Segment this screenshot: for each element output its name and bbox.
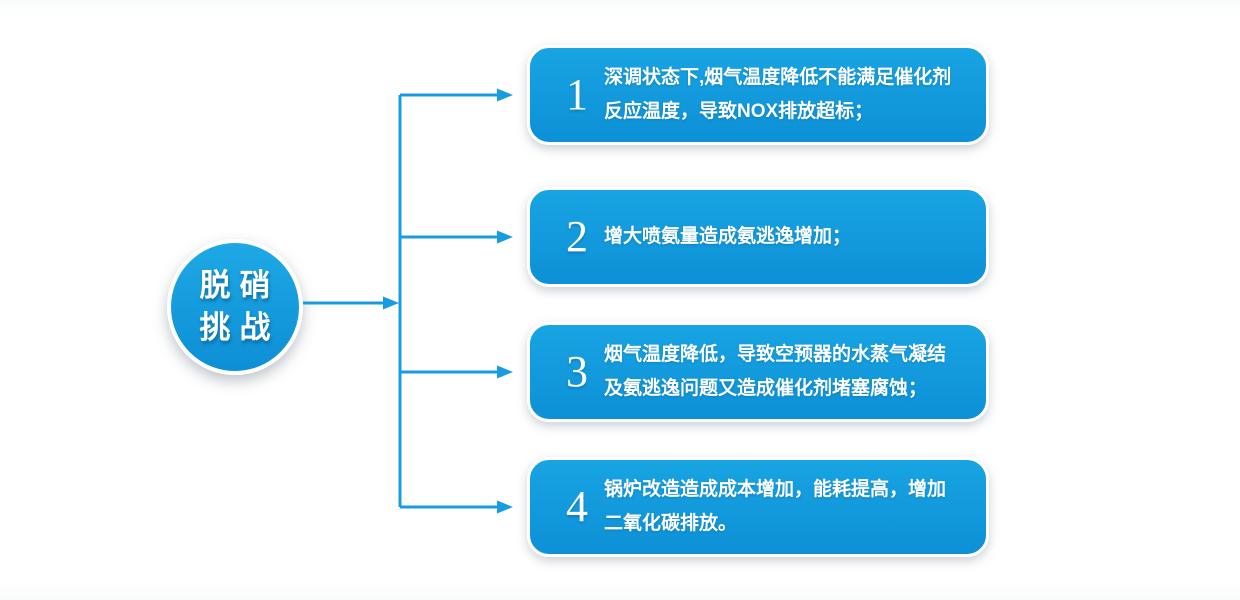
challenge-text: 锅炉改造造成成本增加，能耗提高，增加 二氧化碳排放。 [604,473,946,541]
challenge-box-4: 4 锅炉改造造成成本增加，能耗提高，增加 二氧化碳排放。 [527,457,989,557]
challenge-text: 烟气温度降低，导致空预器的水蒸气凝结 及氨逃逸问题又造成催化剂堵塞腐蚀； [604,338,946,406]
text-line: 二氧化碳排放。 [604,513,738,534]
text-line: 反应温度，导致NOX排放超标； [604,101,874,122]
challenge-box-3: 3 烟气温度降低，导致空预器的水蒸气凝结 及氨逃逸问题又造成催化剂堵塞腐蚀； [527,322,989,422]
challenge-text: 深调状态下,烟气温度降低不能满足催化剂 反应温度，导致NOX排放超标； [604,61,951,129]
challenge-circle: 脱硝 挑战 [167,239,303,375]
challenge-number: 1 [566,70,588,119]
text-line: 烟气温度降低，导致空预器的水蒸气凝结 [604,344,947,365]
arrow-head-1-icon [497,88,513,102]
circle-label-line: 脱硝 [199,268,280,303]
challenge-box-1: 1 深调状态下,烟气温度降低不能满足催化剂 反应温度，导致NOX排放超标； [527,45,989,145]
arrow-head-2-icon [497,230,513,244]
text-line: 及氨逃逸问题又造成催化剂堵塞腐蚀； [604,378,928,399]
text-line: 增大喷氨量造成氨逃逸增加； [604,226,852,247]
circle-label-line: 挑战 [199,310,280,345]
arrow-head-4-icon [497,500,513,514]
challenge-number: 3 [566,347,588,396]
challenge-number: 2 [566,212,588,261]
text-line: 深调状态下,烟气温度降低不能满足催化剂 [604,67,952,88]
text-line: 锅炉改造造成成本增加，能耗提高，增加 [604,479,947,500]
challenge-number: 4 [566,482,588,531]
challenge-text: 增大喷氨量造成氨逃逸增加； [604,220,851,254]
arrow-head-trunk-icon [383,296,399,310]
arrow-head-3-icon [497,365,513,379]
challenge-box-2: 2 增大喷氨量造成氨逃逸增加； [527,187,989,287]
